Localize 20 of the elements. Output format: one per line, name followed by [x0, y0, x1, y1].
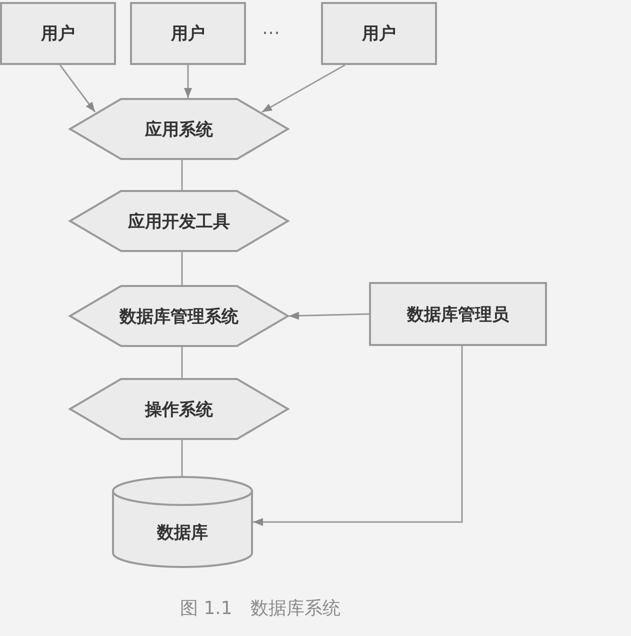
hexagon-box: 数据库管理系统: [69, 285, 289, 347]
connector-line: [181, 347, 183, 378]
admin-box: 数据库管理员: [369, 282, 547, 346]
connector-line: [181, 440, 183, 477]
database-cylinder: 数据库: [112, 477, 253, 567]
ellipsis-label: …: [262, 18, 280, 39]
user-box: 用户: [130, 2, 246, 65]
arrow: [288, 312, 370, 320]
user-box: 用户: [0, 2, 116, 65]
hexagon-box: 操作系统: [69, 378, 289, 440]
arrow: [253, 346, 463, 526]
hexagon-box: 应用系统: [69, 98, 289, 160]
hexagon-box: 应用开发工具: [69, 190, 289, 252]
arrow: [184, 65, 192, 98]
connector-line: [181, 160, 183, 190]
connector-line: [181, 252, 183, 285]
arrow: [59, 64, 96, 112]
user-box: 用户: [321, 2, 437, 65]
arrow: [262, 64, 346, 113]
figure-caption: 图 1.1 数据库系统: [180, 597, 340, 620]
